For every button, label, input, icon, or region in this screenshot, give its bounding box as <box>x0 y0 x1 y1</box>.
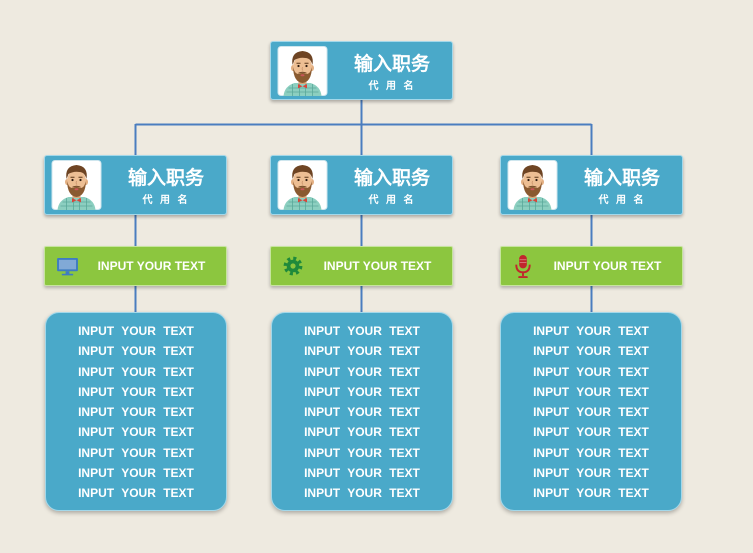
branch-avatar <box>51 160 102 210</box>
root-name: 代 用 名 <box>368 81 416 92</box>
detail-line: INPUT YOUR TEXT <box>304 425 420 440</box>
detail-line: INPUT YOUR TEXT <box>78 405 194 419</box>
branch-name: 代 用 名 <box>598 195 646 206</box>
detail-line: INPUT YOUR TEXT <box>304 445 420 460</box>
detail-line: INPUT YOUR TEXT <box>78 324 194 338</box>
root-avatar <box>277 46 328 96</box>
detail-line: INPUT YOUR TEXT <box>533 425 649 440</box>
branch-node-left[interactable]: 输入职务 代 用 名 <box>44 155 227 215</box>
action-label: INPUT YOUR TEXT <box>97 259 206 273</box>
detail-box-right[interactable]: INPUT YOUR TEXT INPUT YOUR TEXT INPUT YO… <box>500 312 682 511</box>
root-title: 输入职务 <box>353 53 430 75</box>
branch-node-right[interactable]: 输入职务 代 用 名 <box>500 155 683 215</box>
branch-name: 代 用 名 <box>368 195 416 206</box>
detail-line: INPUT YOUR TEXT <box>533 445 649 460</box>
branch-avatar <box>507 160 558 210</box>
detail-line: INPUT YOUR TEXT <box>533 405 649 419</box>
detail-line: INPUT YOUR TEXT <box>78 364 194 379</box>
detail-line: INPUT YOUR TEXT <box>533 344 649 359</box>
detail-line: INPUT YOUR TEXT <box>304 465 420 480</box>
branch-title: 输入职务 <box>583 167 660 189</box>
action-bar-center[interactable]: INPUT YOUR TEXT <box>270 246 453 286</box>
action-label: INPUT YOUR TEXT <box>323 259 432 273</box>
branch-title: 输入职务 <box>127 167 204 189</box>
detail-line: INPUT YOUR TEXT <box>533 364 649 379</box>
root-node[interactable]: 输入职务 代 用 名 <box>270 41 453 100</box>
detail-line: INPUT YOUR TEXT <box>304 324 420 338</box>
detail-line: INPUT YOUR TEXT <box>78 486 194 500</box>
detail-line: INPUT YOUR TEXT <box>78 465 194 480</box>
branch-node-center[interactable]: 输入职务 代 用 名 <box>270 155 453 215</box>
detail-line: INPUT YOUR TEXT <box>304 384 420 399</box>
action-label: INPUT YOUR TEXT <box>553 259 662 273</box>
detail-line: INPUT YOUR TEXT <box>78 384 194 399</box>
monitor-icon <box>54 253 80 279</box>
detail-line: INPUT YOUR TEXT <box>304 344 420 359</box>
detail-line: INPUT YOUR TEXT <box>78 344 194 359</box>
microphone-icon <box>510 253 536 279</box>
detail-line: INPUT YOUR TEXT <box>304 364 420 379</box>
branch-title: 输入职务 <box>353 167 430 189</box>
detail-line: INPUT YOUR TEXT <box>78 445 194 460</box>
detail-line: INPUT YOUR TEXT <box>533 465 649 480</box>
detail-line: INPUT YOUR TEXT <box>78 425 194 440</box>
detail-line: INPUT YOUR TEXT <box>533 384 649 399</box>
detail-line: INPUT YOUR TEXT <box>304 405 420 419</box>
branch-avatar <box>277 160 328 210</box>
detail-line: INPUT YOUR TEXT <box>533 324 649 338</box>
action-bar-left[interactable]: INPUT YOUR TEXT <box>44 246 227 286</box>
detail-line: INPUT YOUR TEXT <box>533 486 649 500</box>
action-bar-right[interactable]: INPUT YOUR TEXT <box>500 246 683 286</box>
branch-name: 代 用 名 <box>142 195 190 206</box>
detail-box-left[interactable]: INPUT YOUR TEXT INPUT YOUR TEXT INPUT YO… <box>45 312 227 511</box>
gear-icon <box>280 253 306 279</box>
detail-line: INPUT YOUR TEXT <box>304 486 420 500</box>
detail-box-center[interactable]: INPUT YOUR TEXT INPUT YOUR TEXT INPUT YO… <box>271 312 453 511</box>
